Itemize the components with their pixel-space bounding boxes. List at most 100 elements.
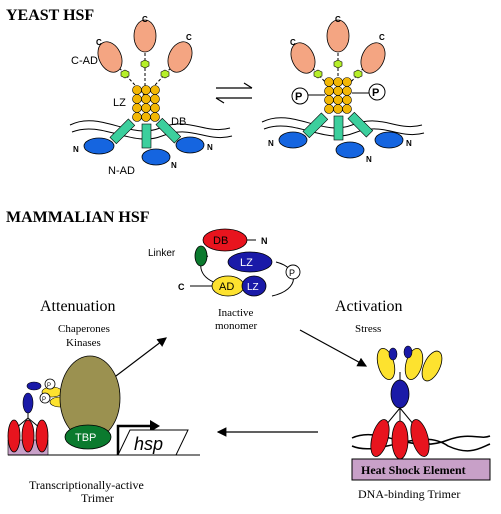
yeast-n-terminus: N [207, 143, 213, 152]
dna-binding-trimer-label: DNA-binding Trimer [358, 487, 460, 501]
hsp-gene-box [117, 429, 189, 456]
yeast-title: YEAST HSF [6, 7, 94, 24]
yeast-linker-hexagon [353, 69, 363, 79]
yeast-c-terminus: C [290, 38, 296, 47]
phosphate-label: P [289, 268, 295, 278]
kinases-label: Kinases [66, 337, 101, 349]
activation-label: Activation [335, 298, 403, 315]
yeast-n-terminus: N [73, 145, 79, 154]
hsp-label: hsp [134, 434, 163, 454]
yeast-c-terminus: C [379, 33, 385, 42]
db-domain [7, 419, 21, 453]
yeast-dna-strand [71, 128, 233, 140]
lz-domain [403, 345, 413, 359]
yeast-n-ad-domain [278, 131, 308, 149]
yeast-n-terminus: N [406, 139, 412, 148]
yeast-n-ad-domain [335, 141, 365, 159]
yeast-linker-hexagon [333, 59, 343, 69]
yeast-label-c-ad: C-AD [71, 55, 98, 67]
yeast-label-db: DB [171, 116, 186, 128]
yeast-trimer-phosphorylated: P P C C C N N N [261, 15, 425, 164]
phosphate-marker [285, 264, 301, 280]
db-domain [391, 420, 409, 460]
yeast-n-ad-domain [83, 137, 115, 155]
heat-shock-element-label: Heat Shock Element [361, 463, 466, 477]
yeast-n-ad-domain [141, 148, 171, 166]
yeast-c-terminus: C [186, 33, 192, 42]
lz-domain [390, 379, 410, 409]
db-label: DB [213, 235, 228, 247]
phosphate-marker [39, 392, 51, 404]
yeast-dna-strand [261, 117, 423, 129]
linker-segment [194, 245, 208, 267]
phosphate-marker [44, 378, 56, 390]
yeast-c-ad-domain [326, 19, 350, 53]
yeast-c-ad-domain [133, 19, 157, 53]
yeast-db-domain [109, 118, 136, 145]
stress-label: Stress [355, 323, 381, 335]
mammalian-title: MAMMALIAN HSF [6, 209, 150, 226]
phosphate-label: P [42, 397, 46, 403]
yeast-n-terminus: N [268, 139, 274, 148]
yeast-db-domain [155, 117, 182, 144]
phosphate-label: P [372, 87, 379, 99]
yeast-c-ad-domain [97, 41, 123, 73]
inactive-monomer-label-1: Inactive [218, 307, 254, 319]
inactive-monomer: DB N LZ P C AD LZ Linker Inactive monome… [148, 228, 301, 332]
chaperones-label: Chaperones [58, 323, 110, 335]
db-domain [202, 228, 248, 252]
active-trimer-label-1: Transcriptionally-active [29, 478, 144, 492]
yeast-c-ad-domain [167, 41, 193, 73]
lz-domain [26, 381, 42, 391]
phosphate-marker [291, 87, 309, 105]
db-domain [21, 419, 35, 453]
yeast-trimer-inactive: C-AD LZ DB N-AD C C C N N N [69, 15, 233, 177]
arrow-to-monomer [107, 337, 167, 383]
db-domain [370, 419, 390, 457]
yeast-leucine-zipper [324, 77, 352, 114]
tbp-label: TBP [75, 432, 96, 444]
inactive-monomer-label-2: monomer [215, 320, 257, 332]
yeast-c-ad-domain [360, 42, 386, 74]
yeast-dna-strand [263, 125, 425, 137]
arrow-to-dna-trimer [299, 329, 368, 367]
attenuation-label: Attenuation [40, 298, 116, 315]
phosphate-marker [368, 83, 386, 101]
phosphate-label: P [295, 91, 302, 103]
yeast-linker-hexagon [140, 59, 150, 69]
db-domain [410, 419, 430, 457]
yeast-c-terminus: C [142, 15, 148, 24]
yeast-n-terminus: N [366, 155, 372, 164]
dna-binding-trimer: Heat Shock Element DNA-binding Trimer [351, 345, 491, 501]
yeast-c-ad-domain [290, 42, 316, 74]
yeast-db-domain [347, 111, 374, 138]
ad-label: AD [219, 281, 234, 293]
ad-domain [421, 350, 443, 382]
lz-label: LZ [240, 257, 253, 269]
yeast-c-terminus: C [335, 15, 341, 24]
phosphate-label: P [47, 383, 51, 389]
c-terminus-label: C [178, 282, 185, 292]
lz-domain [22, 392, 34, 414]
yeast-leucine-zipper [132, 85, 160, 122]
yeast-c-terminus: C [96, 38, 102, 47]
heat-shock-element-box [351, 458, 491, 481]
db-domain [35, 419, 49, 453]
yeast-linker-hexagon [120, 69, 130, 79]
yeast-n-terminus: N [171, 161, 177, 170]
yeast-n-ad-domain [374, 131, 404, 149]
n-terminus-label: N [261, 236, 268, 246]
transcription-start-arrow [116, 424, 150, 455]
yeast-label-n-ad: N-AD [108, 165, 135, 177]
lz-domain [227, 251, 273, 273]
tbp-protein [64, 424, 112, 450]
yeast-label-lz: LZ [113, 97, 126, 109]
lz-domain [241, 275, 267, 297]
lz-domain [388, 347, 398, 361]
yeast-db-domain [333, 115, 344, 141]
yeast-linker-hexagon [160, 69, 170, 79]
yeast-db-domain [302, 112, 329, 139]
yeast-db-domain [141, 123, 152, 149]
equilibrium-arrows [215, 82, 253, 104]
yeast-linker-hexagon [313, 69, 323, 79]
